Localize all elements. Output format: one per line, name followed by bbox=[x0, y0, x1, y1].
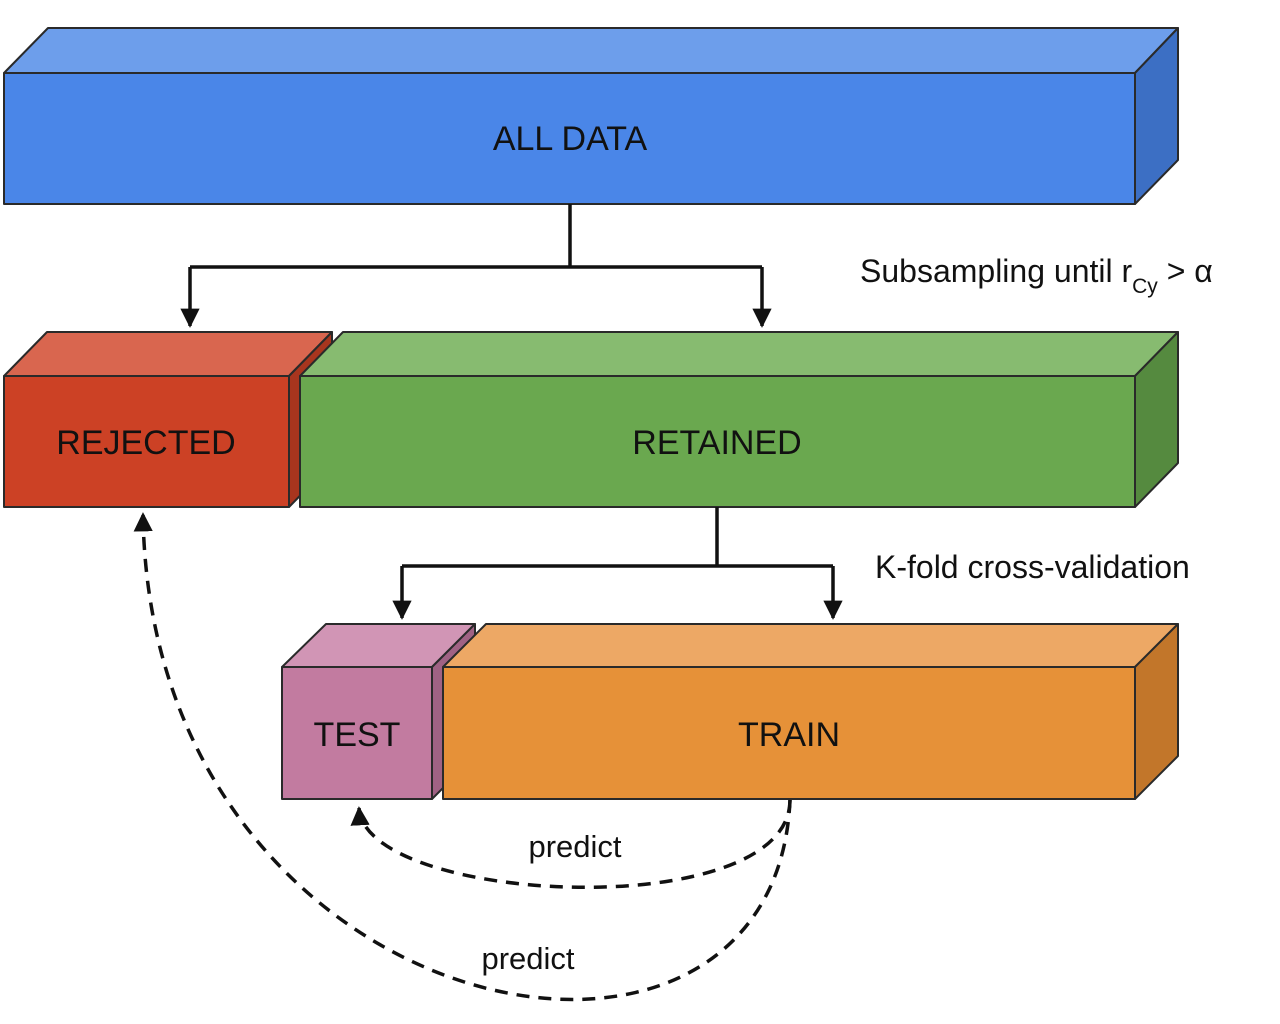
predict-train-to-test-edge bbox=[350, 799, 792, 889]
subsampling-annotation: Subsampling until rCy > α bbox=[860, 253, 1213, 298]
rejected-top-face bbox=[3, 331, 333, 377]
rejected-front-face bbox=[3, 375, 290, 508]
subsampling-annotation-prefix: Subsampling until r bbox=[860, 253, 1132, 289]
retained-top-face bbox=[299, 331, 1179, 377]
train-label: TRAIN bbox=[738, 716, 840, 754]
train-front-face bbox=[442, 666, 1136, 800]
all-data-block: ALL DATA bbox=[3, 27, 1179, 205]
rejected-block: REJECTED bbox=[3, 331, 333, 508]
all-data-top-face bbox=[3, 27, 1179, 74]
predict-train-to-test-label: predict bbox=[528, 829, 621, 864]
subsampling-annotation-suffix: > α bbox=[1158, 253, 1213, 289]
all-data-label: ALL DATA bbox=[493, 120, 648, 158]
test-front-face bbox=[281, 666, 433, 800]
retained-front-face bbox=[299, 375, 1136, 508]
rejected-label: REJECTED bbox=[56, 424, 235, 462]
kfold-split-connector bbox=[392, 507, 843, 620]
retained-block: RETAINED bbox=[299, 331, 1179, 508]
train-block: TRAIN bbox=[442, 623, 1179, 800]
train-top-face bbox=[442, 623, 1179, 668]
kfold-annotation: K-fold cross-validation bbox=[875, 549, 1190, 585]
all-data-front-face bbox=[3, 72, 1136, 205]
predict-train-to-rejected-label: predict bbox=[481, 941, 574, 976]
retained-label: RETAINED bbox=[632, 424, 801, 462]
predict-train-to-rejected-edge bbox=[133, 512, 792, 1002]
test-label: TEST bbox=[314, 716, 401, 754]
subsampling-annotation-subscript: Cy bbox=[1132, 275, 1158, 298]
subsampling-split-connector bbox=[180, 204, 772, 328]
